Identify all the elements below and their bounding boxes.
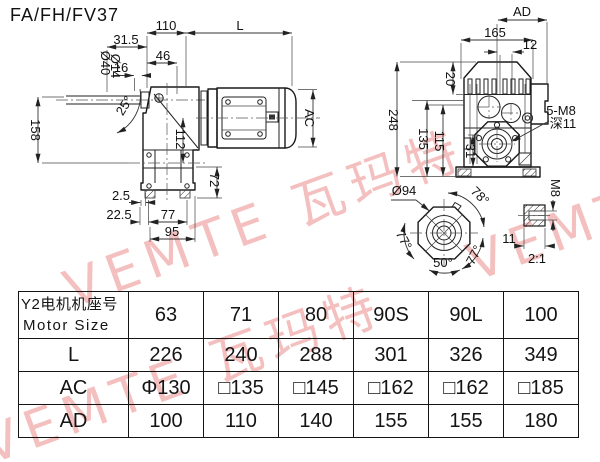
note-5-M8: 5-M8 <box>546 103 576 118</box>
col-header: 63 <box>128 291 204 339</box>
dim-112: 112 <box>173 129 188 150</box>
col-header: 90L <box>428 291 504 339</box>
dim-dia14: Ø14 <box>108 54 123 79</box>
dim-11: 11 <box>502 231 516 246</box>
cell: 326 <box>428 338 504 372</box>
flange-detail: Ø94 78° 77° 77° 50° <box>391 183 493 276</box>
cell: 301 <box>353 338 429 372</box>
table-row-L: L 226 240 288 301 326 349 <box>18 338 579 372</box>
table-row-AC: AC Φ130 □135 □145 □162 □162 □185 <box>18 371 579 405</box>
cell: 140 <box>278 404 354 438</box>
cell: Φ130 <box>128 371 204 405</box>
dim-158: 158 <box>28 119 43 141</box>
cell: □135 <box>203 371 279 405</box>
dim-angle-25: 25° <box>113 93 136 118</box>
col-header: 100 <box>503 291 579 339</box>
motor-size-header: Y2电机机座号 Motor Size <box>18 291 129 339</box>
dim-31-5: 31.5 <box>113 32 138 47</box>
dim-135: 135 <box>416 128 431 150</box>
motor <box>196 87 320 149</box>
cell: 155 <box>353 404 429 438</box>
dim-angle-77-left: 77° <box>393 228 415 252</box>
dim-12: 12 <box>523 37 537 52</box>
row-label: L <box>18 338 129 372</box>
cell: 240 <box>203 338 279 372</box>
drawing-title: FA/FH/FV37 <box>10 5 120 25</box>
dim-248: 248 <box>386 109 401 131</box>
dim-165: 165 <box>484 25 506 40</box>
motor-connector <box>265 111 279 123</box>
row-label: AC <box>18 371 129 405</box>
dim-angle-77-right: 77° <box>463 243 485 267</box>
dim-angle-78: 78° <box>468 184 493 209</box>
dim-115: 115 <box>432 131 447 152</box>
cell: 155 <box>428 404 504 438</box>
col-header: 80 <box>278 291 354 339</box>
dimension-table: Y2电机机座号 Motor Size 63 71 80 90S 90L 100 … <box>18 291 579 438</box>
table-row-AD: AD 100 110 140 155 155 180 <box>18 404 579 438</box>
cell: 100 <box>128 404 204 438</box>
row-label: AD <box>18 404 129 438</box>
dim-AD: AD <box>513 4 531 19</box>
dim-46: 46 <box>156 48 170 63</box>
dim-2-5: 2.5 <box>112 188 130 203</box>
dim-dia94: Ø94 <box>392 183 417 198</box>
col-header: 90S <box>353 291 429 339</box>
dim-16: 16 <box>114 60 128 75</box>
dim-31: 31 <box>463 144 478 158</box>
motor-size-header-en: Motor Size <box>23 317 110 334</box>
cell: 288 <box>278 338 354 372</box>
dim-L: L <box>236 18 243 33</box>
foot-pad <box>179 189 191 199</box>
cell: □162 <box>353 371 429 405</box>
output-flange <box>474 121 520 167</box>
table-header-row: Y2电机机座号 Motor Size 63 71 80 90S 90L 100 <box>18 291 579 339</box>
dim-72: 72 <box>207 173 222 187</box>
col-header: 71 <box>203 291 279 339</box>
note-depth-11: 深11 <box>550 116 577 131</box>
foot-pad <box>457 168 472 177</box>
foot-pad <box>144 189 156 199</box>
dim-77: 77 <box>161 207 175 222</box>
side-view: 110 L 31.5 46 16 Ø40 Ø14 25° 158 112 72 … <box>28 18 320 242</box>
cell: 180 <box>503 404 579 438</box>
cell: 349 <box>503 338 579 372</box>
stud-detail: M8 11 2:1 <box>502 179 563 266</box>
dim-22-5: 22.5 <box>106 207 131 222</box>
cell: 110 <box>203 404 279 438</box>
foot-pad <box>522 168 537 177</box>
dim-M8: M8 <box>548 179 563 197</box>
dim-20: 20 <box>443 72 458 86</box>
detail-scale: 2:1 <box>528 251 546 266</box>
dim-angle-50: 50° <box>433 255 453 270</box>
dim-95: 95 <box>165 224 179 239</box>
front-view: AD 165 12 20 248 135 115 31 5-M8 深11 <box>386 4 577 178</box>
cell: □185 <box>503 371 579 405</box>
dim-dia40: Ø40 <box>98 51 113 76</box>
dim-110: 110 <box>156 18 177 33</box>
cell: 226 <box>128 338 204 372</box>
cell: □162 <box>428 371 504 405</box>
motor-size-header-cn: Y2电机机座号 <box>21 296 118 313</box>
cell: □145 <box>278 371 354 405</box>
dim-AC: AC <box>302 109 317 127</box>
